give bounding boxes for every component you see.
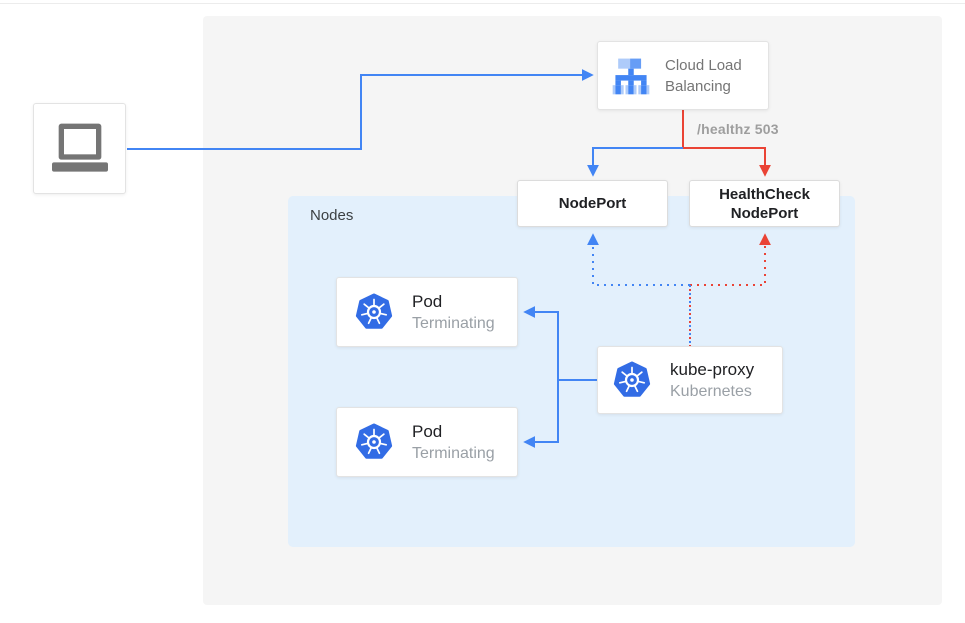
- kube-proxy-title: kube-proxy: [670, 359, 755, 379]
- pod2-status: Terminating: [412, 444, 495, 462]
- kube-proxy-subtitle: Kubernetes: [670, 382, 752, 400]
- nodes-label: Nodes: [310, 207, 354, 224]
- cloud-load-balancing-box: Cloud Load Balancing: [597, 41, 769, 110]
- cloud-load-balancing-icon: [612, 58, 650, 94]
- kubernetes-icon: [613, 361, 651, 397]
- healthcheck-nodeport-box: HealthCheck NodePort: [689, 180, 840, 227]
- cloud-load-balancing-label: Cloud Load Balancing: [665, 55, 742, 97]
- client-box: [33, 103, 126, 194]
- pod1-labels: Pod Terminating: [412, 291, 495, 334]
- kube-proxy-box: kube-proxy Kubernetes: [597, 346, 783, 414]
- healthz-503-label: /healthz 503: [697, 121, 779, 137]
- healthcheck-nodeport-label: HealthCheck NodePort: [719, 185, 810, 223]
- pod1-title: Pod: [412, 291, 443, 311]
- pod1-box: Pod Terminating: [336, 277, 518, 347]
- clb-label-line2: Balancing: [665, 77, 731, 95]
- nodeport-box: NodePort: [517, 180, 668, 227]
- top-divider: [0, 3, 965, 4]
- healthcheck-label-line1: HealthCheck: [719, 185, 810, 203]
- pod1-status: Terminating: [412, 314, 495, 332]
- pod2-title: Pod: [412, 421, 443, 441]
- pod2-box: Pod Terminating: [336, 407, 518, 477]
- kubernetes-icon: [355, 423, 393, 459]
- pod2-labels: Pod Terminating: [412, 421, 495, 464]
- laptop-icon: [51, 123, 108, 172]
- kube-proxy-labels: kube-proxy Kubernetes: [670, 359, 754, 402]
- nodeport-label: NodePort: [558, 195, 627, 212]
- kubernetes-icon: [355, 293, 393, 329]
- healthcheck-label-line2: NodePort: [730, 204, 799, 222]
- clb-label-line1: Cloud Load: [665, 56, 742, 74]
